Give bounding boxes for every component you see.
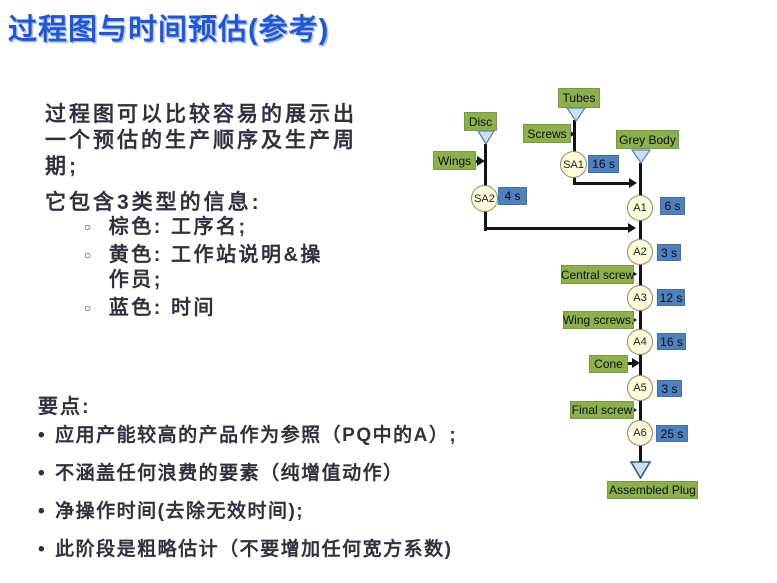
key-point-item: 应用产能较高的产品作为参照（PQ中的A）;	[38, 424, 468, 447]
key-point-item: 不涵盖任何浪费的要素（纯增值动作）	[38, 462, 468, 485]
station-node-a4: A4	[627, 329, 653, 355]
cone-arrowhead	[632, 358, 640, 368]
grey-body-triangle-icon	[630, 149, 652, 165]
process-box-screws: Screws	[523, 124, 571, 143]
tubes-triangle-icon	[565, 107, 587, 123]
legend-item-brown: 棕色: 工序名;	[84, 215, 334, 240]
station-node-a3: A3	[627, 285, 653, 311]
time-box-a3: 12 s	[657, 289, 685, 306]
time-box-a5: 3 s	[657, 380, 682, 397]
legend-heading: 它包含3类型的信息:	[45, 191, 262, 214]
station-node-a6: A6	[627, 420, 653, 446]
intro-paragraph: 过程图可以比较容易的展示出一个预估的生产顺序及生产周期;	[45, 103, 357, 178]
flow-line-main-vertical	[639, 163, 642, 463]
cone-feed-line	[627, 362, 634, 365]
key-point-item: 此阶段是粗略估计（不要增加任何宽方系数)	[38, 538, 468, 561]
process-box-cone: Cone	[589, 355, 628, 373]
arrowhead-sa2-join	[628, 223, 636, 233]
disc-triangle-icon	[476, 130, 496, 146]
time-box-sa1: 16 s	[588, 155, 619, 173]
key-point-item: 净操作时间(去除无效时间);	[38, 500, 468, 523]
time-box-sa2: 4 s	[498, 187, 527, 205]
wings-arrowhead	[477, 156, 485, 166]
station-node-a1: A1	[627, 195, 653, 221]
time-box-a1: 6 s	[660, 197, 685, 215]
process-box-wing-screws: Wing screws.	[562, 311, 635, 329]
wing-screws-arrowhead	[631, 316, 637, 324]
process-box-disc: Disc	[464, 112, 497, 131]
process-box-wings: Wings	[433, 151, 476, 170]
legend-item-yellow: 黄色: 工作站说明&操作员;	[84, 243, 334, 293]
wings-feed-line	[473, 160, 480, 163]
legend-list: 棕色: 工序名; 黄色: 工作站说明&操作员; 蓝色: 时间	[84, 215, 334, 324]
flow-line-sa1-horizontal	[573, 182, 630, 185]
time-box-a2: 3 s	[657, 244, 681, 261]
process-box-central-screw: Central screw	[561, 265, 634, 284]
page-title: 过程图与时间预估(参考)	[8, 14, 330, 46]
process-box-assembled-plug: Assembled Plug	[607, 481, 698, 499]
key-points-list: 应用产能较高的产品作为参照（PQ中的A）; 不涵盖任何浪费的要素（纯增值动作） …	[38, 424, 468, 576]
arrowhead-sa1-join	[629, 178, 637, 188]
process-box-grey-body: Grey Body	[616, 130, 679, 149]
station-node-sa2: SA2	[471, 185, 498, 212]
time-box-a4: 16 s	[657, 333, 686, 350]
assembled-plug-triangle-icon	[629, 461, 652, 480]
process-box-final-screw: Final screw	[570, 401, 634, 419]
final-screw-arrowhead	[631, 406, 637, 414]
screws-arrowhead	[569, 130, 575, 138]
station-node-a5: A5	[627, 375, 653, 401]
station-node-sa1: SA1	[560, 151, 587, 178]
central-screw-arrowhead	[631, 270, 637, 278]
process-box-tubes: Tubes	[558, 88, 600, 108]
station-node-a2: A2	[627, 239, 653, 265]
time-box-a6: 25 s	[656, 425, 688, 442]
flow-line-sa2-horizontal	[484, 227, 629, 230]
legend-item-blue: 蓝色: 时间	[84, 296, 334, 321]
key-points-heading: 要点:	[38, 396, 91, 418]
